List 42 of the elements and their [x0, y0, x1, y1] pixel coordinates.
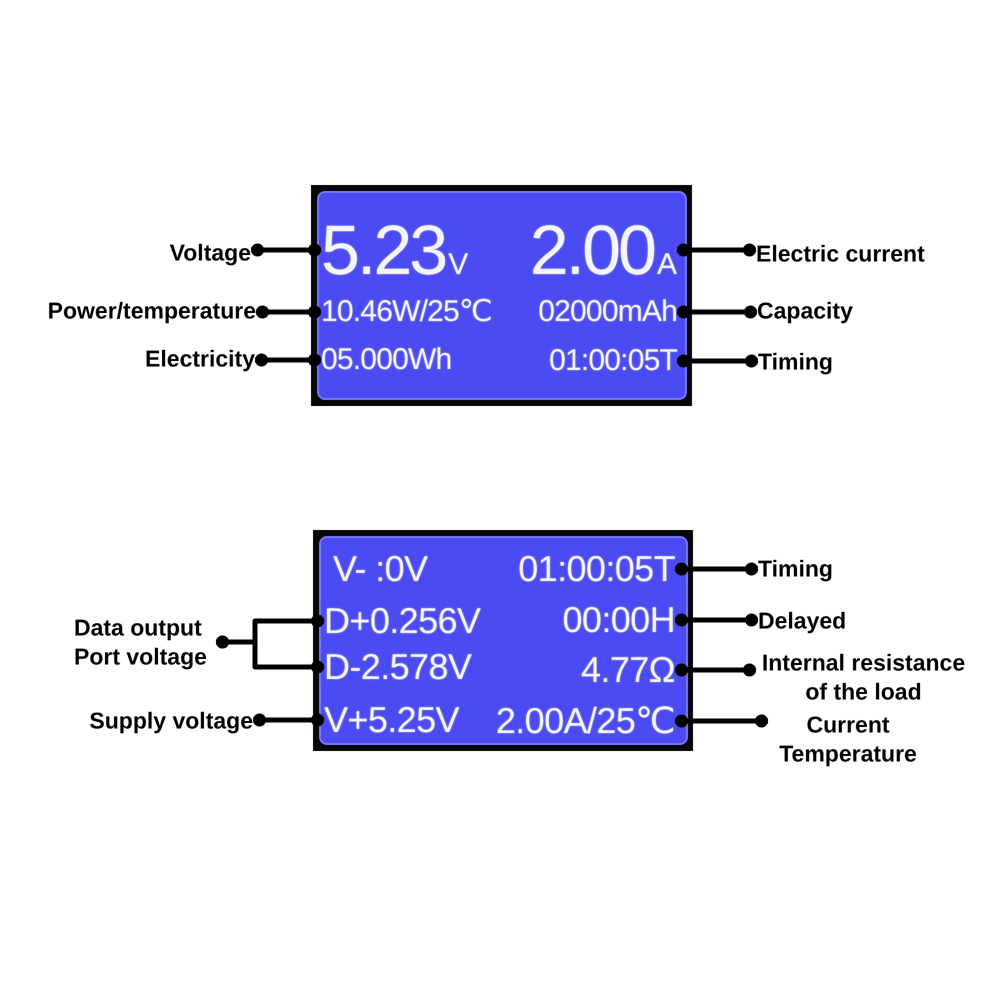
display-reading: 02000mAh — [538, 297, 677, 327]
lcd-screen — [313, 530, 693, 751]
display-reading: 2.00A/25℃ — [496, 703, 675, 739]
leader-line — [251, 244, 321, 256]
leader-line — [677, 354, 758, 368]
display-reading: V- :0V — [333, 551, 428, 587]
callout-label: Current Temperature — [768, 710, 928, 768]
leader-line — [675, 664, 756, 676]
leader-line — [216, 636, 324, 674]
leader-line — [255, 354, 321, 366]
lcd-screen — [311, 185, 692, 406]
display-reading: V+5.25V — [324, 702, 459, 738]
display-reading: D+0.256V — [324, 603, 480, 639]
display-reading: 01:00:05T — [549, 346, 677, 376]
unit-symbol: V — [448, 250, 468, 280]
callout-label: Data output Port voltage — [74, 613, 216, 671]
callout-label: Power/temperature — [48, 296, 256, 326]
display-reading: D-2.578V — [324, 649, 472, 685]
callout-label: Electric current — [756, 240, 925, 268]
callout-label: Timing — [758, 348, 833, 376]
callout-label: Voltage — [170, 238, 251, 268]
display-reading: 05.000Wh — [321, 345, 452, 375]
display-value: 2.00 — [530, 215, 654, 285]
callout-label: Delayed — [758, 606, 846, 636]
leader-line — [675, 614, 758, 626]
display-reading: 00:00H — [562, 602, 675, 638]
display-reading: 4.77Ω — [581, 652, 675, 688]
leader-line — [677, 244, 756, 256]
callout-label: Internal resistance of the load — [756, 648, 971, 706]
callout-label: Capacity — [757, 296, 853, 326]
leader-line — [256, 306, 321, 318]
unit-symbol: A — [656, 250, 677, 280]
display-reading: 10.46W/25℃ — [321, 297, 492, 327]
callout-label: Timing — [758, 554, 833, 584]
callout-label: Electricity — [145, 344, 255, 374]
leader-line — [253, 714, 324, 726]
leader-line — [677, 306, 757, 318]
leader-line — [675, 714, 768, 728]
leader-line — [675, 562, 758, 576]
display-reading: 01:00:05T — [518, 551, 675, 587]
callout-label: Supply voltage — [89, 706, 253, 736]
display-value: 5.23 — [321, 215, 446, 285]
